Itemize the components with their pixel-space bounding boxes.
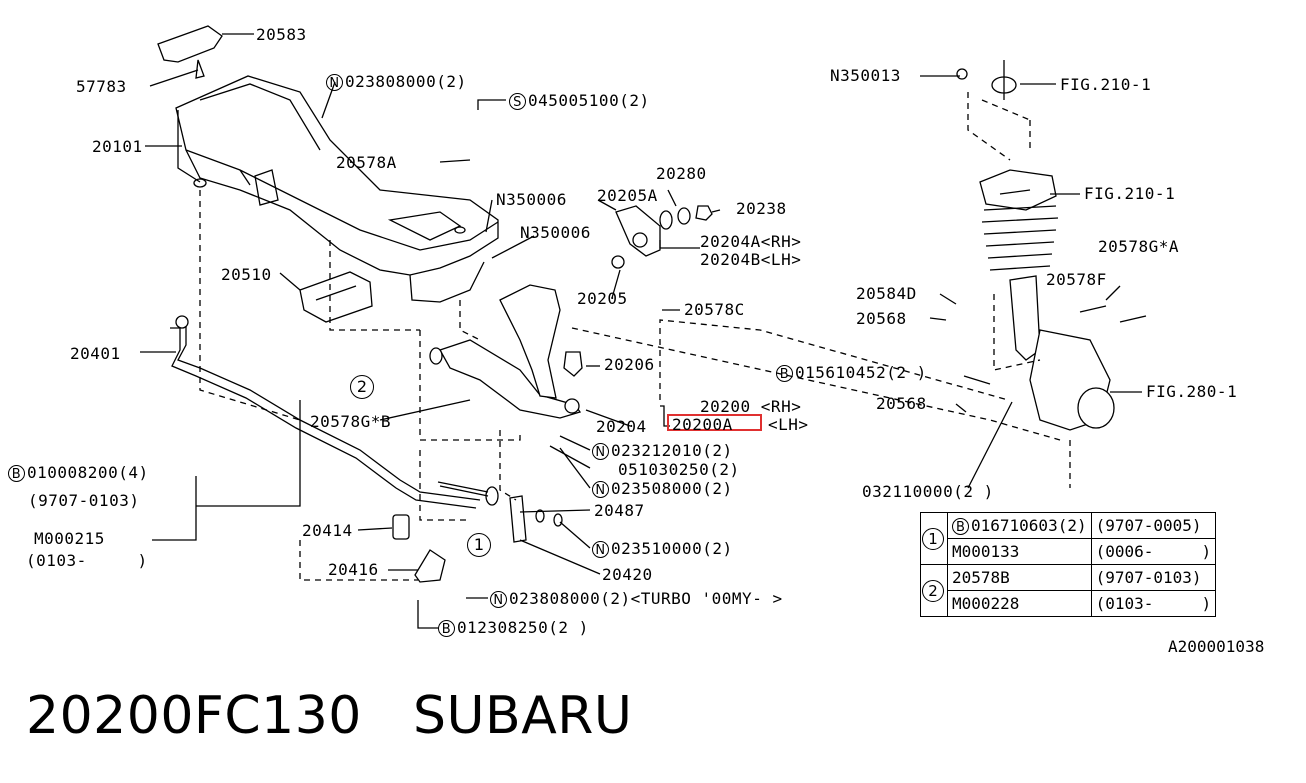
label-20578c: 20578C	[684, 300, 745, 319]
table-row-number: 1	[920, 512, 948, 565]
label-20101: 20101	[92, 137, 143, 156]
label-20578f: 20578F	[1046, 270, 1107, 289]
label-20416: 20416	[328, 560, 379, 579]
part-number: 012308250(2 )	[457, 618, 589, 637]
label-fig210-1-a: FIG.210-1	[1060, 75, 1152, 94]
table-row: 2 20578B (9707-0103)	[920, 564, 1217, 617]
table-cell-range: (0006- )	[1090, 538, 1217, 565]
table-cell-range: (9707-0005)	[1090, 512, 1217, 539]
nut-marker-n: N	[326, 74, 343, 91]
label-20578gb: 20578G*B	[310, 412, 392, 431]
label-n350006-1: N350006	[496, 190, 567, 209]
screw-marker-s: S	[509, 93, 526, 110]
table-row: M000228 (0103- )	[921, 590, 1217, 617]
nut-marker-n: N	[592, 481, 609, 498]
label-20487: 20487	[594, 501, 645, 520]
table-cell-part: M000228	[947, 590, 1092, 617]
part-number: 023212010(2)	[611, 441, 733, 460]
part-number: 010008200(4)	[27, 463, 149, 482]
bolt-marker-b: B	[438, 620, 455, 637]
part-number: 023808000(2)<TURBO '00MY- >	[509, 589, 783, 608]
label-m000215: M000215	[34, 529, 105, 548]
label-20420: 20420	[602, 565, 653, 584]
label-20206: 20206	[604, 355, 655, 374]
part-number: 023510000(2)	[611, 539, 733, 558]
label-n350006-2: N350006	[520, 223, 591, 242]
label-20280: 20280	[656, 164, 707, 183]
part-number-title: 20200FC130 SUBARU	[26, 686, 633, 746]
label-20584d: 20584D	[856, 284, 917, 303]
stabilizer-bar-drawing	[170, 315, 563, 583]
label-20204: 20204	[596, 417, 647, 436]
label-20578a: 20578A	[336, 153, 397, 172]
label-fig280-1: FIG.280-1	[1146, 382, 1238, 401]
label-20238: 20238	[736, 199, 787, 218]
label-9707-0103: (9707-0103)	[28, 491, 140, 510]
crossmember-drawing	[157, 25, 499, 323]
table-cell-part: M000133	[947, 538, 1092, 565]
part-number: 023808000(2)	[345, 72, 467, 91]
label-fig210-1-b: FIG.210-1	[1084, 184, 1176, 203]
bolt-marker-b: B	[8, 465, 25, 482]
table-row-number: 2	[920, 564, 948, 617]
label-20200: 20200 <RH>	[700, 397, 802, 416]
label-20204a: 20204A<RH>	[700, 232, 802, 251]
label-20401: 20401	[70, 344, 121, 363]
diagram-reference-code: A200001038	[1168, 637, 1265, 656]
reference-circle-1: 1	[467, 533, 491, 557]
label-20568-a: 20568	[856, 309, 907, 328]
part-number: 023508000(2)	[611, 479, 733, 498]
nut-marker-n: N	[490, 591, 507, 608]
control-arm-drawing	[429, 205, 713, 419]
label-20578ga: 20578G*A	[1098, 237, 1180, 256]
nut-marker-n: N	[592, 443, 609, 460]
label-20200a-side: <LH>	[768, 415, 809, 434]
table-row: M000133 (0006- )	[921, 538, 1217, 565]
table-cell-range: (9707-0103)	[1090, 564, 1217, 591]
label-20200a[interactable]: 20200A	[672, 415, 733, 434]
bolt-marker-b: B	[952, 518, 969, 535]
table-cell-part: 20578B	[947, 564, 1092, 591]
bolt-marker-b: B	[776, 365, 793, 382]
label-20510: 20510	[221, 265, 272, 284]
label-20205: 20205	[577, 289, 628, 308]
nut-marker-n: N	[592, 541, 609, 558]
label-20414: 20414	[302, 521, 353, 540]
label-n350013: N350013	[830, 66, 901, 85]
label-0103: (0103- )	[26, 551, 148, 570]
part-number: 015610452(2 )	[795, 363, 927, 382]
reference-circle-2: 2	[350, 375, 374, 399]
label-20568-b: 20568	[876, 394, 927, 413]
label-051030250: 051030250(2)	[618, 460, 740, 479]
table-cell-range: (0103- )	[1090, 590, 1217, 617]
label-20205a: 20205A	[597, 186, 658, 205]
label-20583: 20583	[256, 25, 307, 44]
part-number: 045005100(2)	[528, 91, 650, 110]
label-032110000: 032110000(2 )	[862, 482, 994, 501]
label-57783: 57783	[76, 77, 127, 96]
highlighted-part-box[interactable]	[667, 414, 762, 431]
label-20204b: 20204B<LH>	[700, 250, 802, 269]
strut-drawing	[956, 60, 1147, 431]
